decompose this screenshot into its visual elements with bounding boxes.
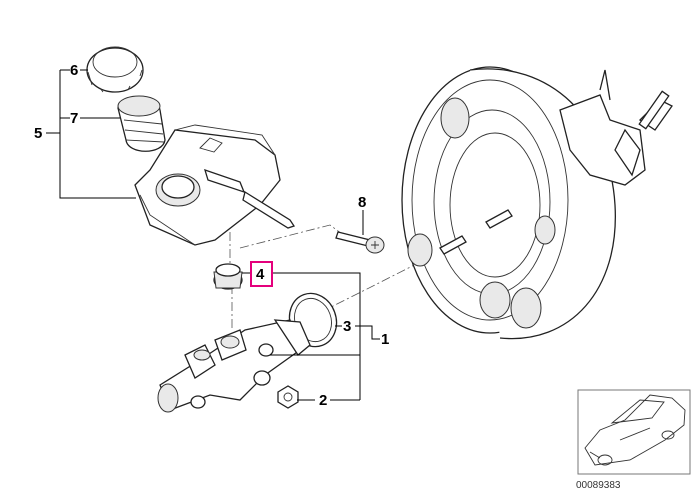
- screw: [335, 231, 385, 254]
- reference-number: 00089383: [576, 480, 621, 491]
- callout-3[interactable]: 3: [343, 318, 351, 335]
- reservoir-cap: [86, 46, 144, 93]
- nut: [277, 385, 299, 409]
- grommet: [213, 263, 243, 290]
- callout-7[interactable]: 7: [70, 110, 78, 127]
- leader-lines: [46, 69, 380, 401]
- highlight-box: [250, 261, 273, 287]
- callout-5[interactable]: 5: [34, 125, 42, 142]
- master-cylinder: [157, 319, 311, 413]
- callout-4[interactable]: 4: [256, 266, 265, 283]
- car-sedan-icon: [584, 394, 686, 466]
- filter-screen: [117, 95, 166, 152]
- callout-6[interactable]: 6: [70, 62, 78, 79]
- brake-booster: [401, 66, 673, 340]
- callout-1[interactable]: 1: [381, 331, 389, 348]
- callout-2[interactable]: 2: [319, 392, 327, 409]
- callout-8[interactable]: 8: [358, 194, 366, 211]
- brake-fluid-reservoir: [134, 124, 296, 246]
- vehicle-thumbnail: [577, 389, 691, 475]
